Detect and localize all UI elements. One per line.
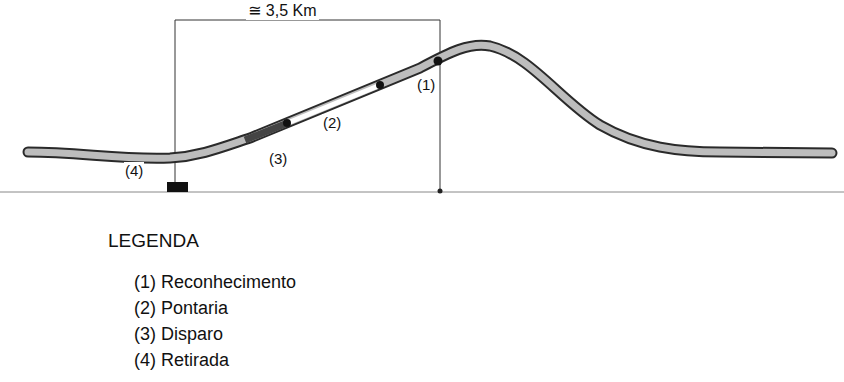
callout-number: (4): [124, 162, 144, 179]
firing-segment: [245, 124, 285, 140]
legend-entry: (4) Retirada: [134, 350, 229, 371]
ground-point: [438, 189, 443, 194]
segment-mark: [283, 119, 291, 127]
legend-title: LEGENDA: [108, 230, 199, 252]
legend-entry: (3) Disparo: [134, 324, 223, 345]
target-marker: [167, 182, 188, 192]
dimension-label: ≅ 3,5 Km: [246, 2, 319, 20]
dimension-extension: [440, 20, 441, 190]
callout-number: (3): [268, 150, 288, 167]
legend-entry: (2) Pontaria: [134, 298, 228, 319]
flight-path-outline: [28, 45, 832, 158]
ground-line: [0, 192, 844, 193]
recognition-mark: [434, 57, 443, 66]
legend-entry: (1) Reconhecimento: [134, 272, 296, 293]
flight-path: [28, 45, 832, 158]
segment-mark: [376, 81, 384, 89]
callout-number: (2): [322, 114, 342, 131]
callout-number: (1): [416, 76, 436, 93]
